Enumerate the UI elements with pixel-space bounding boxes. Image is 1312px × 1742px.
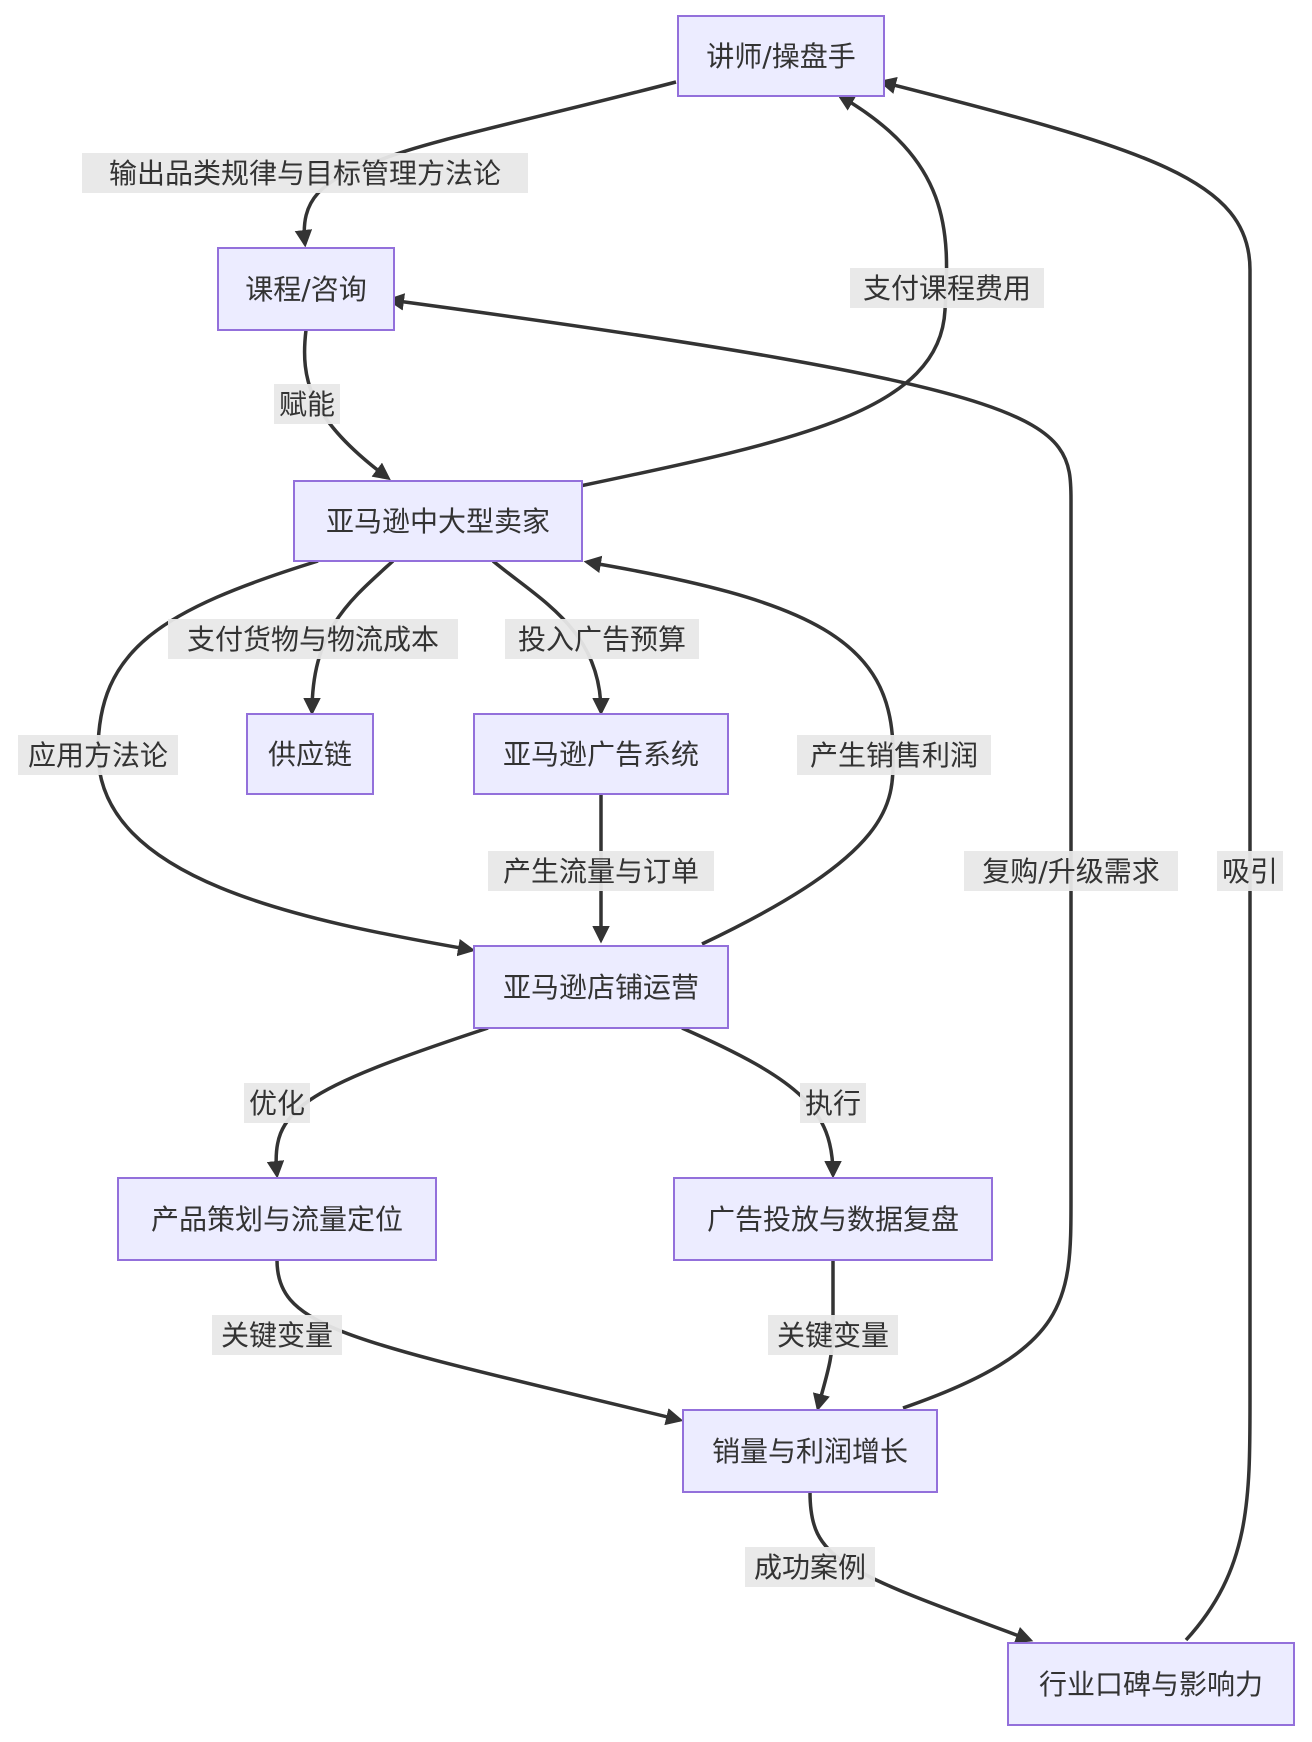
svg-text:应用方法论: 应用方法论 bbox=[28, 739, 168, 772]
edge-label-store-adreview: 执行 bbox=[800, 1083, 866, 1123]
node-supply[interactable]: 供应链 bbox=[246, 713, 374, 795]
svg-text:吸引: 吸引 bbox=[1222, 855, 1278, 888]
edge-label-ads-store: 产生流量与订单 bbox=[488, 851, 714, 891]
svg-text:产生流量与订单: 产生流量与订单 bbox=[503, 855, 699, 888]
svg-text:支付课程费用: 支付课程费用 bbox=[863, 272, 1031, 305]
edge-growth-course bbox=[386, 293, 1073, 1410]
edge-label-seller-ads: 投入广告预算 bbox=[505, 619, 699, 659]
edge-label-product-growth: 关键变量 bbox=[212, 1315, 342, 1355]
node-seller[interactable]: 亚马逊中大型卖家 bbox=[293, 480, 583, 562]
svg-text:复购/升级需求: 复购/升级需求 bbox=[982, 855, 1159, 888]
node-reputation[interactable]: 行业口碑与影响力 bbox=[1007, 1642, 1295, 1726]
edge-label-seller-supply: 支付货物与物流成本 bbox=[168, 619, 458, 659]
nodes: 讲师/操盘手 课程/咨询 亚马逊中大型卖家 供应链 亚马逊广告系统 亚马逊店铺运… bbox=[117, 15, 1295, 1726]
edge-product-growth bbox=[275, 1259, 684, 1426]
svg-text:关键变量: 关键变量 bbox=[221, 1319, 333, 1352]
svg-text:支付货物与物流成本: 支付货物与物流成本 bbox=[187, 623, 439, 656]
svg-text:输出品类规律与目标管理方法论: 输出品类规律与目标管理方法论 bbox=[109, 157, 501, 190]
node-ad-review[interactable]: 广告投放与数据复盘 bbox=[673, 1177, 993, 1261]
node-growth[interactable]: 销量与利润增长 bbox=[682, 1409, 938, 1493]
svg-text:优化: 优化 bbox=[249, 1087, 305, 1120]
svg-text:广告投放与数据复盘: 广告投放与数据复盘 bbox=[707, 1203, 959, 1236]
edge-label-seller-teacher: 支付课程费用 bbox=[850, 268, 1044, 308]
svg-text:亚马逊广告系统: 亚马逊广告系统 bbox=[503, 738, 699, 771]
svg-text:讲师/操盘手: 讲师/操盘手 bbox=[706, 40, 855, 73]
edge-reputation-teacher bbox=[878, 76, 1252, 1642]
svg-text:关键变量: 关键变量 bbox=[777, 1319, 889, 1352]
edge-label-seller-store: 应用方法论 bbox=[18, 735, 178, 775]
edge-label-growth-course: 复购/升级需求 bbox=[964, 851, 1178, 891]
edge-label-teacher-course: 输出品类规律与目标管理方法论 bbox=[82, 153, 528, 193]
edge-label-reputation-teacher: 吸引 bbox=[1217, 851, 1283, 891]
node-teacher[interactable]: 讲师/操盘手 bbox=[677, 15, 885, 97]
svg-text:投入广告预算: 投入广告预算 bbox=[518, 623, 686, 656]
svg-text:执行: 执行 bbox=[805, 1087, 861, 1120]
node-ads-system[interactable]: 亚马逊广告系统 bbox=[473, 713, 729, 795]
svg-text:产生销售利润: 产生销售利润 bbox=[810, 739, 978, 772]
node-course[interactable]: 课程/咨询 bbox=[217, 247, 395, 331]
svg-text:行业口碑与影响力: 行业口碑与影响力 bbox=[1039, 1668, 1263, 1701]
svg-text:供应链: 供应链 bbox=[268, 738, 352, 771]
edge-label-course-seller: 赋能 bbox=[274, 384, 340, 424]
svg-text:亚马逊中大型卖家: 亚马逊中大型卖家 bbox=[326, 505, 550, 538]
svg-text:赋能: 赋能 bbox=[279, 388, 335, 421]
svg-text:产品策划与流量定位: 产品策划与流量定位 bbox=[151, 1203, 403, 1236]
svg-text:课程/咨询: 课程/咨询 bbox=[245, 273, 366, 306]
node-product-plan[interactable]: 产品策划与流量定位 bbox=[117, 1177, 437, 1261]
node-store-ops[interactable]: 亚马逊店铺运营 bbox=[473, 945, 729, 1029]
edge-label-adreview-growth: 关键变量 bbox=[768, 1315, 898, 1355]
edge-labels: 输出品类规律与目标管理方法论 赋能 支付课程费用 支付货物与物流成本 投入广告预… bbox=[18, 153, 1283, 1587]
edge-label-store-product: 优化 bbox=[244, 1083, 310, 1123]
svg-text:成功案例: 成功案例 bbox=[754, 1551, 866, 1584]
edge-label-store-seller: 产生销售利润 bbox=[797, 735, 991, 775]
edge-label-growth-reputation: 成功案例 bbox=[745, 1547, 875, 1587]
edge-seller-teacher bbox=[579, 94, 949, 488]
svg-text:销量与利润增长: 销量与利润增长 bbox=[712, 1435, 908, 1468]
svg-text:亚马逊店铺运营: 亚马逊店铺运营 bbox=[503, 971, 699, 1004]
